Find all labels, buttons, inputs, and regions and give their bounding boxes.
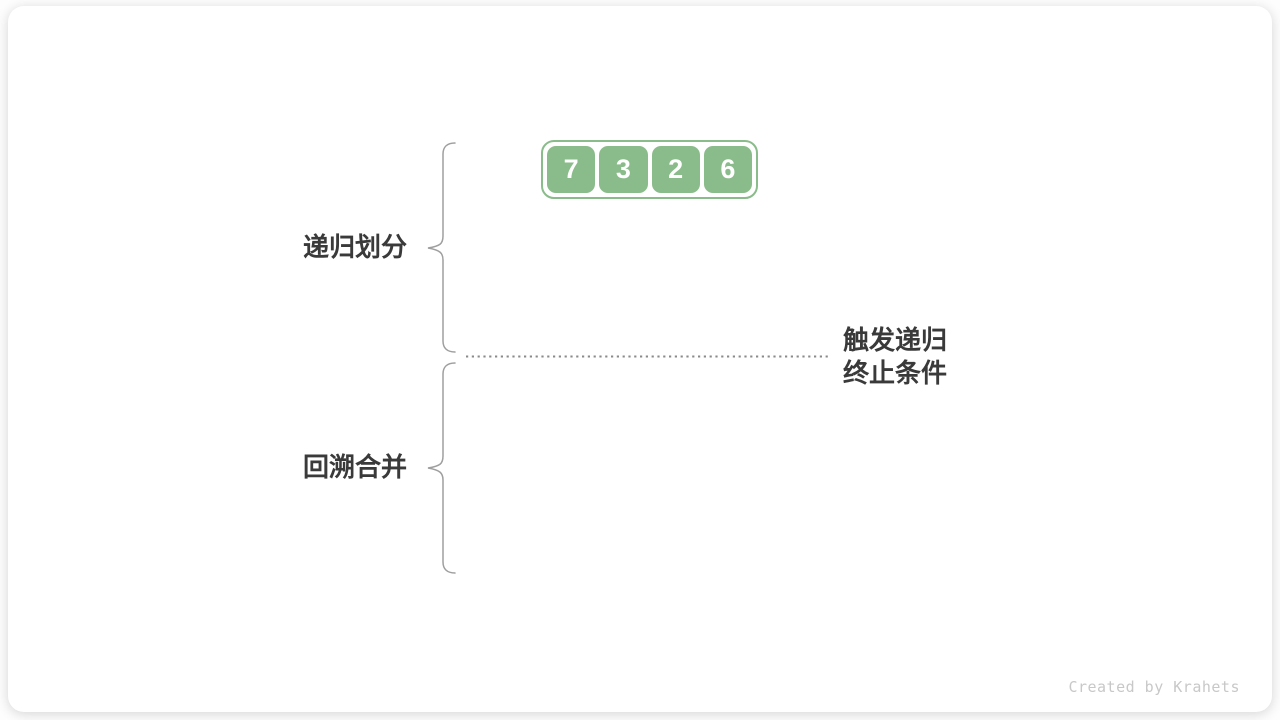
- array-cell: 7: [547, 146, 596, 193]
- label-backtrack-merge: 回溯合并: [303, 452, 408, 482]
- array-container: 7 3 2 6: [541, 140, 758, 199]
- label-recursive-divide: 递归划分: [303, 232, 408, 262]
- watermark-credit: Created by Krahets: [1068, 678, 1240, 696]
- annotation-termination: 触发递归 终止条件: [843, 324, 947, 390]
- array-cell: 6: [703, 146, 752, 193]
- canvas-card: [8, 6, 1272, 712]
- array-cell: 2: [651, 146, 700, 193]
- annotation-line-2: 终止条件: [843, 358, 948, 388]
- annotation-line-1: 触发递归: [843, 325, 948, 355]
- array-cell: 3: [599, 146, 648, 193]
